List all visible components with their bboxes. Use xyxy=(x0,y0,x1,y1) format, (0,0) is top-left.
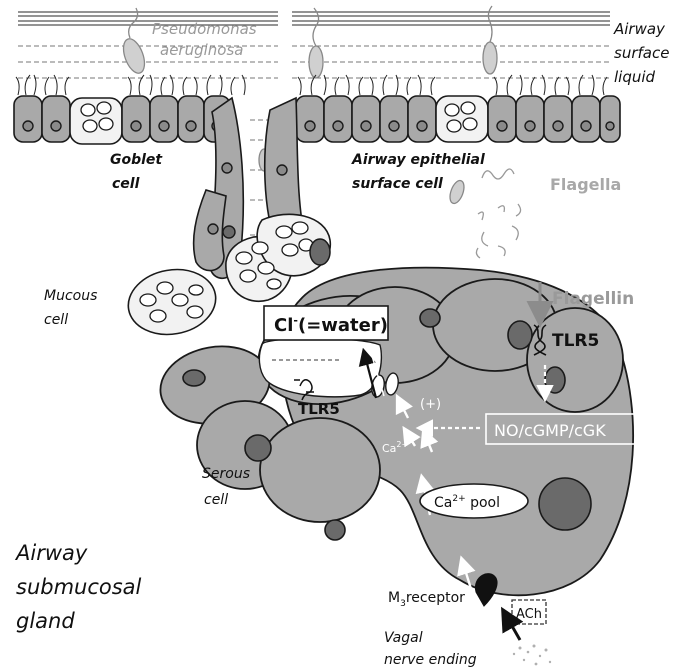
no-pathway-label: NO/cGMP/cGK xyxy=(494,421,606,440)
serous-label-1: Serous xyxy=(202,466,250,482)
mucous-nucleus xyxy=(310,239,330,265)
asl-label-1: Airway xyxy=(613,20,666,38)
m3-receptor-label: M3receptor xyxy=(388,590,465,609)
airway-surface-liquid-layer xyxy=(18,12,610,25)
m3-receptor-shape xyxy=(475,574,497,606)
flagellin-label: Flagellin xyxy=(552,289,634,309)
mucous-label-1: Mucous xyxy=(44,288,97,304)
ach-label: ACh xyxy=(516,607,542,622)
surface-cell-label-1: Airway epithelial xyxy=(351,152,485,168)
gland-label-3: gland xyxy=(16,609,75,633)
nerve-ending-speckles xyxy=(513,645,551,666)
mucous-label-2: cell xyxy=(44,312,68,328)
gland-label-2: submucosal xyxy=(16,575,142,599)
vagal-label-2: nerve ending xyxy=(384,652,477,668)
goblet-label-1: Goblet xyxy=(110,152,163,168)
tlr5-right-label: TLR5 xyxy=(552,331,599,351)
vagal-label-1: Vagal xyxy=(384,630,423,646)
gland-lumen xyxy=(259,338,381,397)
chloride-label: Cl-(=water) xyxy=(274,314,388,336)
asl-label-2: surface xyxy=(614,44,669,62)
bacterium-species-label: aeruginosa xyxy=(160,41,243,59)
surface-cell-label-2: surface cell xyxy=(352,176,443,192)
flagella-fragments xyxy=(476,169,520,258)
flagella-label: Flagella xyxy=(550,175,621,194)
asl-label-3: liquid xyxy=(614,68,656,86)
plus-label: (+) xyxy=(420,397,441,412)
goblet-label-2: cell xyxy=(112,176,140,192)
serous-label-2: cell xyxy=(204,492,228,508)
calcium-pool-label: Ca2+ pool xyxy=(434,494,500,511)
tlr5-left-label: TLR5 xyxy=(298,400,340,418)
gland-label-1: Airway xyxy=(14,541,88,565)
bacterium-label: Pseudomonas xyxy=(152,20,257,38)
